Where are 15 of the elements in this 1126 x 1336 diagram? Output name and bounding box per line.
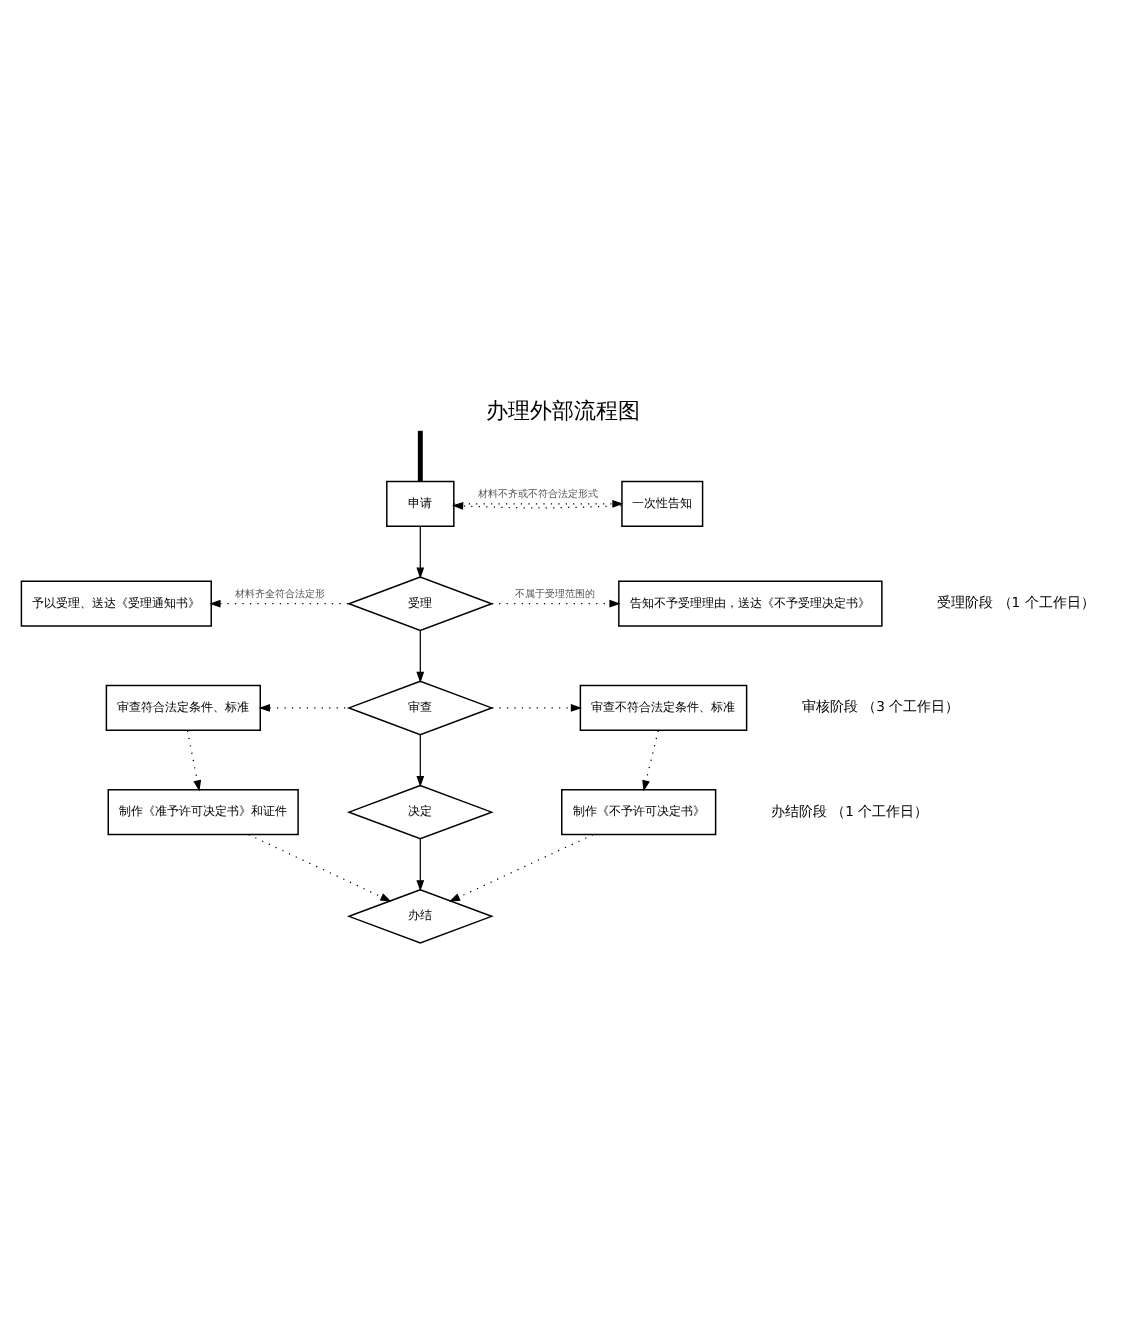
arrow bbox=[452, 501, 623, 509]
arrow bbox=[258, 703, 350, 711]
connector bbox=[417, 429, 423, 481]
arrow bbox=[448, 833, 594, 901]
arrow bbox=[453, 498, 624, 507]
arrow bbox=[491, 703, 582, 711]
arrow bbox=[491, 598, 621, 607]
diagram-title: 办理外部流程图 bbox=[486, 396, 640, 423]
arrow bbox=[416, 524, 425, 578]
arrow bbox=[642, 729, 659, 791]
arrow bbox=[248, 833, 392, 901]
arrow bbox=[416, 837, 425, 891]
arrow bbox=[416, 629, 425, 682]
arrow bbox=[186, 729, 202, 791]
arrow bbox=[416, 733, 425, 787]
